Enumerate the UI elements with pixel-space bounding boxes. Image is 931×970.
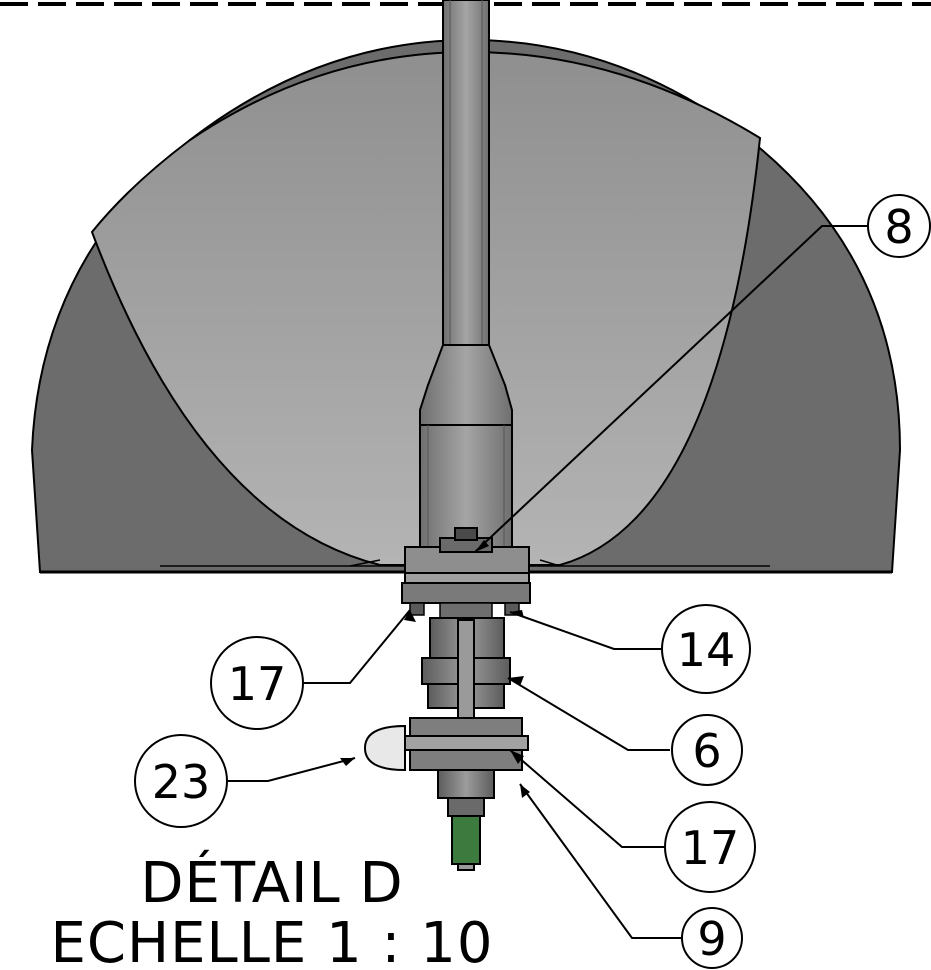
balloon-14: 14	[661, 604, 751, 694]
balloon-6: 6	[671, 714, 743, 786]
svg-text:8: 8	[884, 200, 913, 254]
balloon-17-upper: 17	[210, 636, 304, 730]
drain-pipe	[451, 815, 481, 865]
balloon-8: 8	[867, 194, 931, 258]
svg-text:17: 17	[681, 821, 740, 875]
flange-assembly	[401, 527, 531, 619]
svg-text:17: 17	[228, 657, 287, 711]
svg-text:9: 9	[697, 912, 726, 966]
central-pipe	[419, 0, 513, 548]
svg-text:23: 23	[152, 755, 211, 809]
svg-text:6: 6	[692, 724, 721, 778]
balloon-9: 9	[681, 907, 743, 969]
balloon-17-lower: 17	[664, 801, 756, 893]
detail-title: DÉTAIL D	[140, 851, 403, 916]
leader-lines	[228, 225, 868, 939]
valve-lower	[363, 717, 529, 817]
detail-scale: ECHELLE 1 : 10	[51, 911, 494, 970]
svg-text:14: 14	[677, 623, 736, 677]
leader-arrowheads	[340, 540, 530, 798]
balloon-23: 23	[134, 734, 228, 828]
